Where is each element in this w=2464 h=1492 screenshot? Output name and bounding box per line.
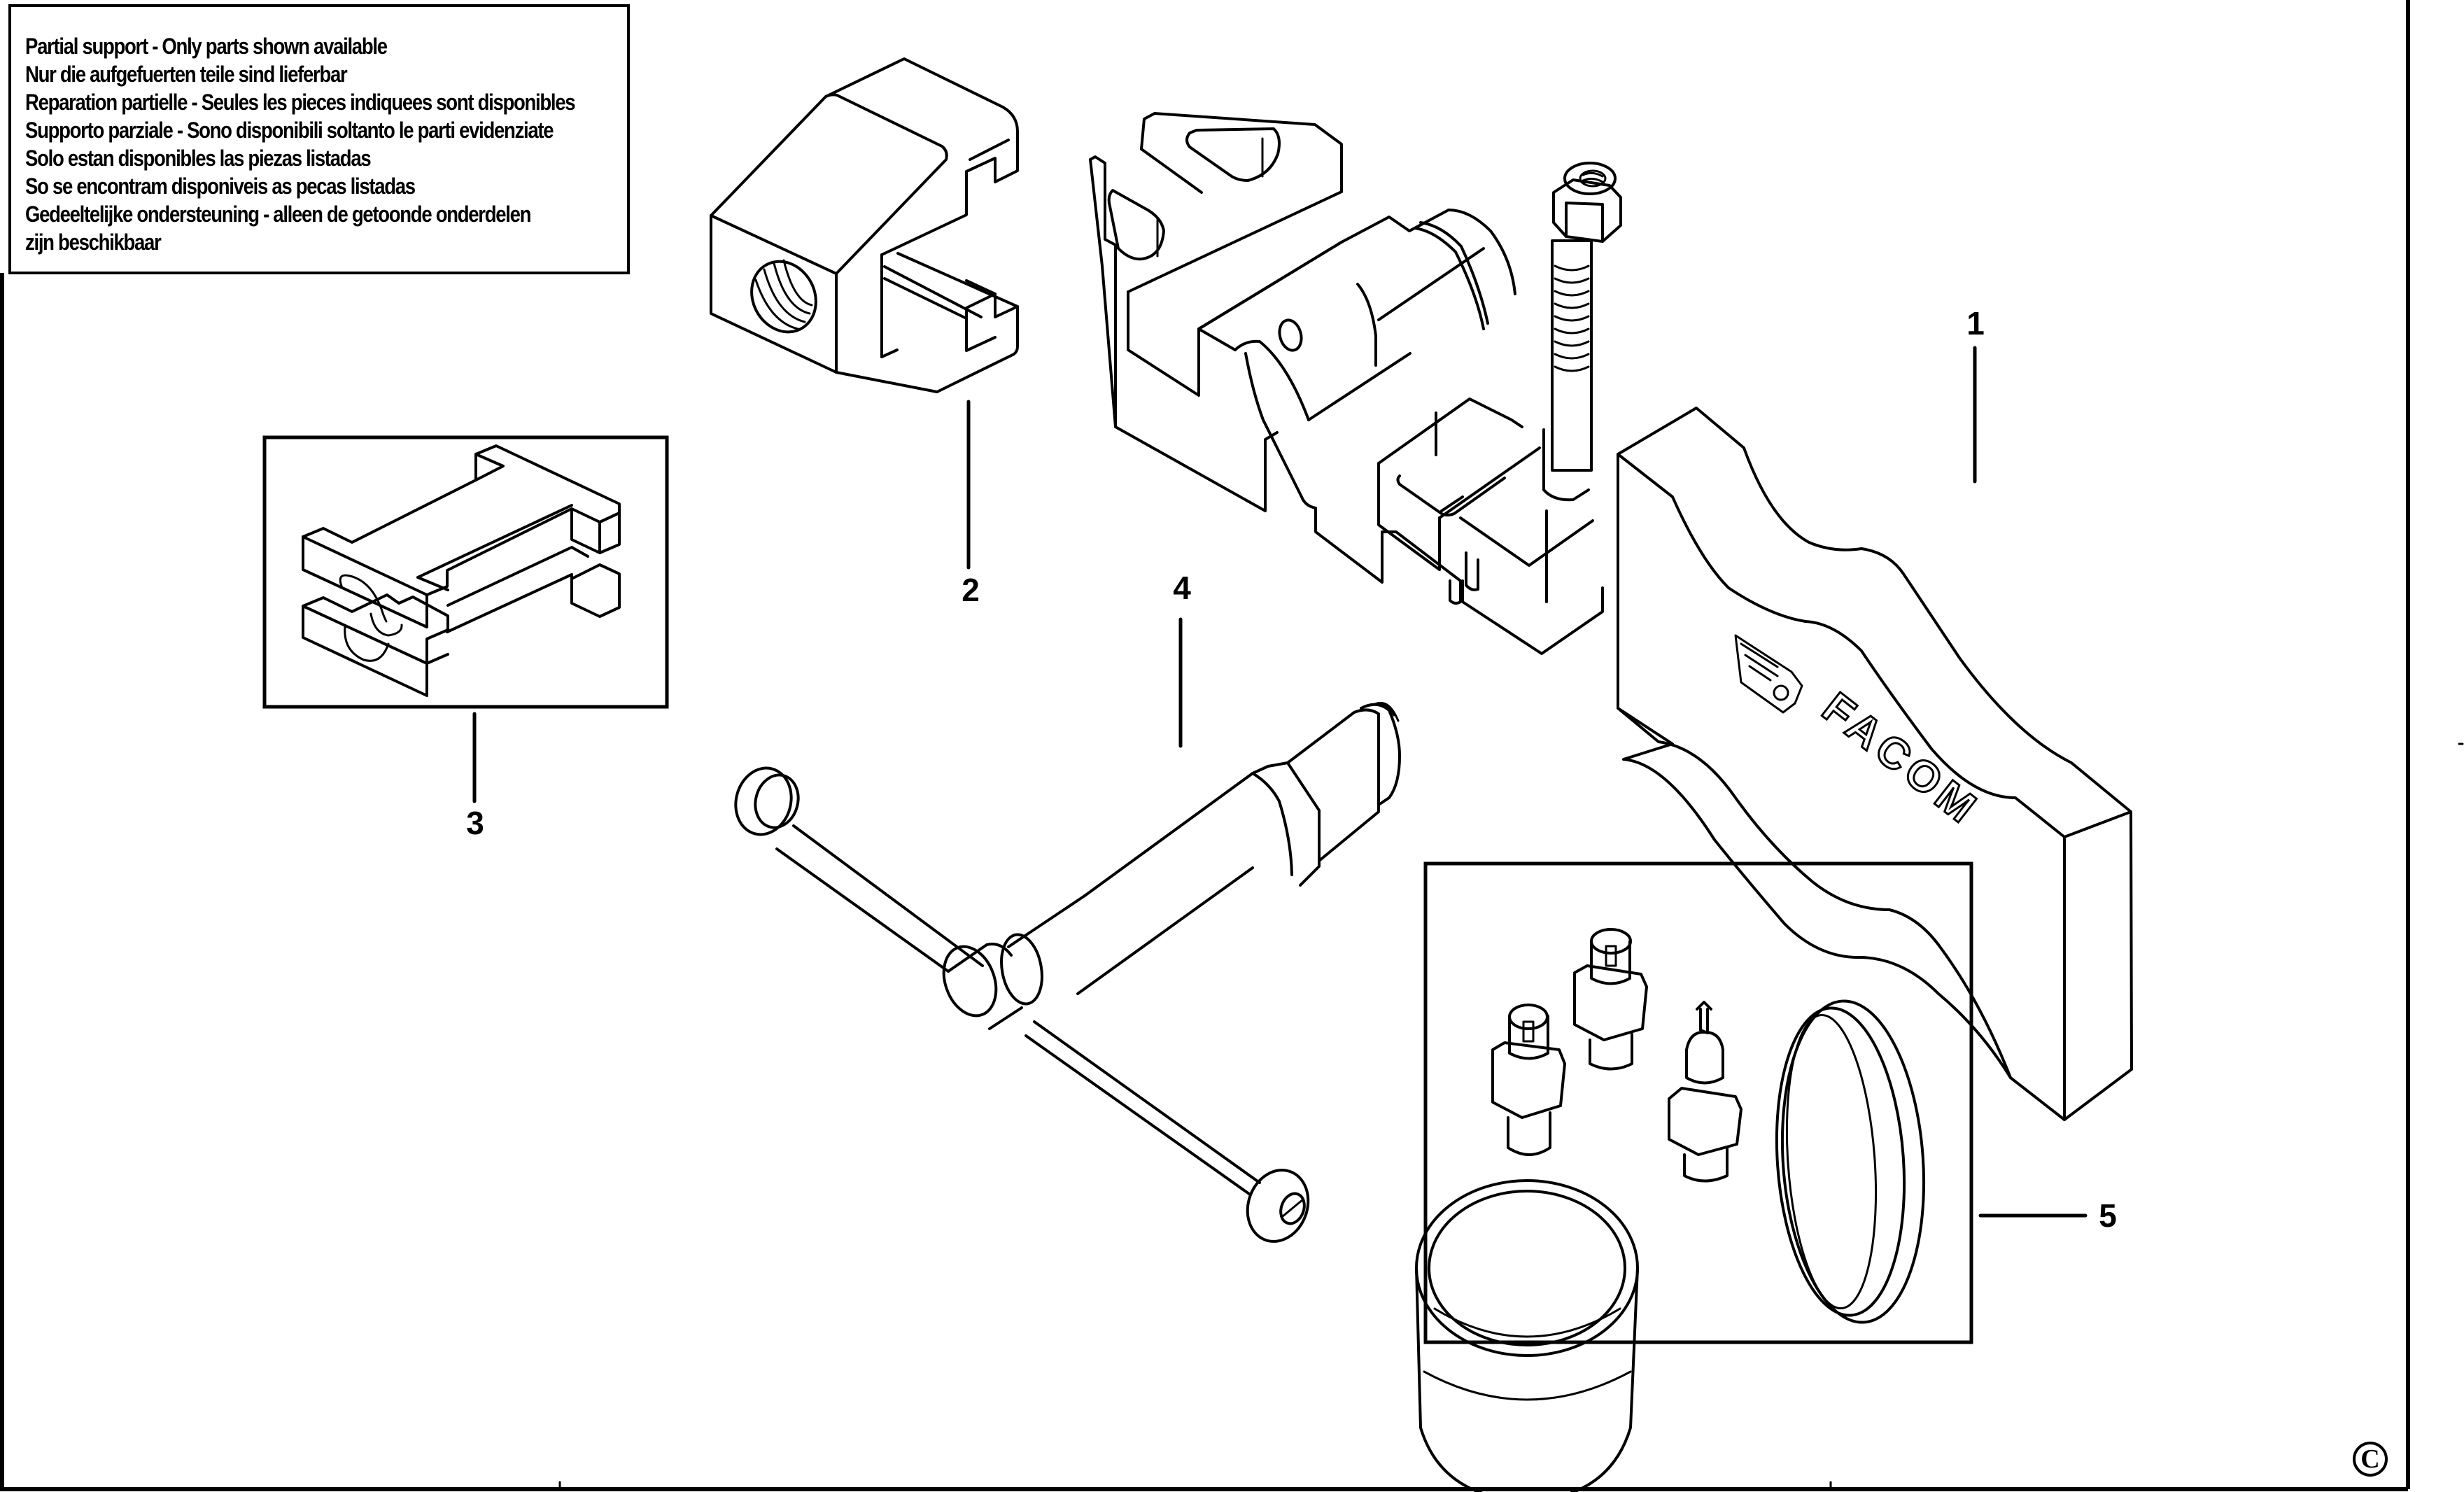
seal-ring <box>1775 999 1926 1324</box>
part-5-box <box>1423 861 1973 1344</box>
availability-notice: Partial support - Only parts shown avail… <box>8 4 630 274</box>
notice-line-french: Reparation partielle - Seules les pieces… <box>25 90 576 115</box>
notice-line-dutch-cont: zijn beschikbaar <box>25 230 162 255</box>
callout-part-1[interactable]: 1 <box>1966 305 1985 342</box>
part-3-half-shells <box>302 444 621 697</box>
part-1-facom-bar: FACOM <box>1617 407 2133 1121</box>
facom-logo-icon <box>1734 634 1803 714</box>
part-5-adaptor-set <box>1415 928 1926 1492</box>
copyright-icon: C <box>2353 1442 2388 1477</box>
callout-part-5[interactable]: 5 <box>2099 1197 2117 1234</box>
callout-part-2[interactable]: 2 <box>962 572 980 608</box>
notice-line-spanish: Solo estan disponibles las piezas listad… <box>25 146 372 171</box>
callout-part-3[interactable]: 3 <box>466 805 484 841</box>
part-1-clamp-body <box>1089 112 1622 655</box>
part-4-slide-hammer <box>734 702 1401 1243</box>
callout-part-4[interactable]: 4 <box>1173 570 1191 606</box>
notice-line-italian: Supporto parziale - Sono disponibili sol… <box>25 118 554 143</box>
notice-line-dutch: Gedeeltelijke ondersteuning - alleen de … <box>25 202 531 227</box>
notice-line-german: Nur die aufgefuerten teile sind lieferba… <box>25 62 348 87</box>
nozzle-adaptor <box>1668 1001 1743 1183</box>
nozzle-adaptor <box>1573 928 1648 1071</box>
nozzle-adaptor <box>1491 1004 1566 1156</box>
notice-line-english: Partial support - Only parts shown avail… <box>25 34 388 59</box>
part-2-threaded-block <box>710 57 1019 393</box>
notice-line-portuguese: So se encontram disponiveis as pecas lis… <box>25 174 416 199</box>
sleeve-cup <box>1415 1179 1639 1492</box>
part-3-box <box>262 435 669 709</box>
copyright-letter: C <box>2360 1444 2380 1474</box>
